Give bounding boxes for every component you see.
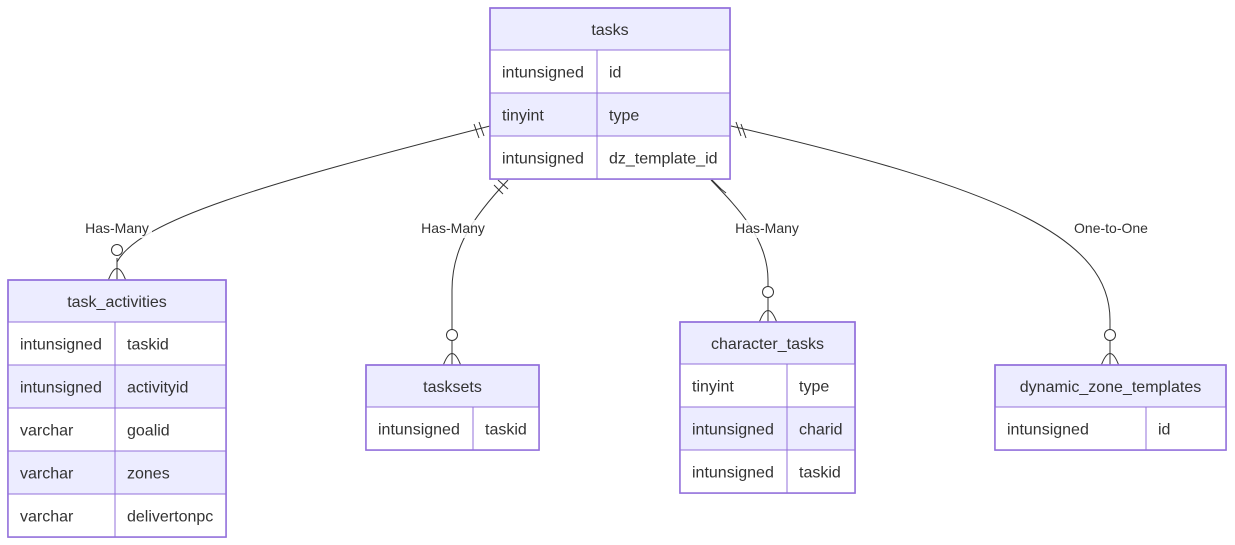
- relationship-edges: [107, 121, 1120, 367]
- attribute-row: [490, 50, 730, 93]
- relationship-label-dynamic-zone-templates: One-to-One: [1074, 220, 1148, 236]
- entity-tasks: tasks intunsigned id tinyint type intunsigned…: [489, 7, 731, 180]
- attribute-type: intunsigned: [692, 465, 774, 482]
- attribute-type: varchar: [20, 466, 74, 483]
- entity-task-activities: task_activities intunsigned taskid intunsig…: [7, 279, 227, 538]
- attribute-name: delivertonpc: [127, 509, 213, 526]
- edge-tasks-character-tasks: [710, 179, 769, 322]
- attribute-type: intunsigned: [502, 151, 584, 168]
- attribute-name: dz_template_id: [609, 151, 718, 168]
- one-marker-dynamic-zone-templates: [735, 121, 747, 139]
- many-marker-task-activities: [107, 244, 127, 282]
- attribute-row: [995, 407, 1226, 450]
- attribute-type: varchar: [20, 423, 74, 440]
- attribute-type: intunsigned: [692, 422, 774, 439]
- edge-tasks-dynamic-zone-templates: [730, 125, 1111, 364]
- attribute-name: activityid: [127, 380, 188, 397]
- relationship-label-task-activities: Has-Many: [85, 220, 149, 236]
- zero-one-marker-dynamic-zone-templates: [1100, 329, 1120, 367]
- attribute-name: zones: [127, 466, 170, 483]
- one-marker-character-tasks: [711, 179, 727, 194]
- attribute-name: charid: [799, 422, 843, 439]
- entity-title: character_tasks: [711, 336, 824, 353]
- attribute-name: taskid: [127, 337, 169, 354]
- entity-title: tasksets: [423, 379, 482, 396]
- attribute-type: intunsigned: [20, 337, 102, 354]
- attribute-row: [8, 408, 226, 451]
- relationship-labels: Has-Many Has-Many Has-Many One-to-One: [82, 220, 1152, 238]
- one-marker-task-activities: [473, 121, 485, 139]
- attribute-name: type: [799, 379, 829, 396]
- attribute-row: [8, 451, 226, 494]
- attribute-name: taskid: [799, 465, 841, 482]
- entity-title: tasks: [591, 22, 628, 39]
- attribute-row: [680, 364, 855, 407]
- attribute-type: intunsigned: [378, 422, 460, 439]
- attribute-row: [366, 407, 539, 450]
- attribute-row: [8, 365, 226, 408]
- entity-border: [679, 321, 856, 494]
- edge-tasks-task-activities: [116, 125, 491, 263]
- attribute-row: [680, 407, 855, 450]
- attribute-row: [680, 450, 855, 493]
- relationship-label-tasksets: Has-Many: [421, 220, 485, 236]
- attribute-row: [8, 322, 226, 365]
- entity-title: dynamic_zone_templates: [1020, 379, 1201, 396]
- attribute-name: type: [609, 108, 639, 125]
- entity-border: [994, 364, 1227, 451]
- attribute-row: [490, 136, 730, 179]
- attribute-name: taskid: [485, 422, 527, 439]
- attribute-name: id: [1158, 422, 1170, 439]
- attribute-row: [490, 93, 730, 136]
- attribute-type: tinyint: [692, 379, 734, 396]
- entity-border: [7, 279, 227, 538]
- many-marker-character-tasks: [758, 286, 778, 324]
- entity-border: [365, 364, 540, 451]
- one-marker-tasksets: [493, 179, 509, 195]
- attribute-type: intunsigned: [20, 380, 102, 397]
- attribute-row: [8, 494, 226, 537]
- entities: tasks intunsigned id tinyint type intunsigned…: [7, 7, 1227, 538]
- attribute-type: tinyint: [502, 108, 544, 125]
- entity-title: task_activities: [67, 294, 167, 311]
- relationship-label-character-tasks: Has-Many: [735, 220, 799, 236]
- attribute-type: intunsigned: [1007, 422, 1089, 439]
- many-marker-tasksets: [442, 329, 462, 367]
- edge-tasks-tasksets: [451, 179, 509, 364]
- entity-dynamic-zone-templates: dynamic_zone_templates intunsigned id: [994, 364, 1227, 451]
- attribute-name: goalid: [127, 423, 170, 440]
- entity-tasksets: tasksets intunsigned taskid: [365, 364, 540, 451]
- entity-border: [489, 7, 731, 180]
- attribute-type: intunsigned: [502, 65, 584, 82]
- attribute-name: id: [609, 65, 621, 82]
- attribute-type: varchar: [20, 509, 74, 526]
